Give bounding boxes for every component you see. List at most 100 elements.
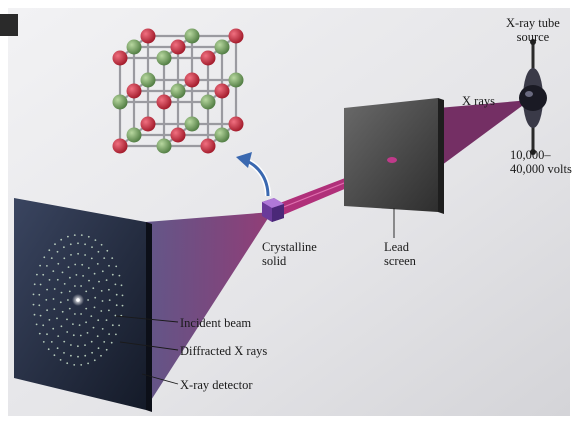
diffraction-spot — [80, 285, 82, 287]
diffraction-spot — [43, 256, 46, 259]
diffraction-spot — [84, 254, 86, 256]
diffraction-spot — [52, 270, 55, 272]
diffraction-spot — [85, 290, 88, 293]
diffraction-spot — [74, 285, 76, 287]
diffraction-spot — [59, 359, 62, 361]
diffraction-spot — [46, 309, 48, 312]
diffraction-spot — [88, 279, 90, 282]
diffraction-spot — [120, 284, 123, 287]
diffraction-spot — [48, 319, 51, 321]
diffraction-spot — [63, 246, 65, 249]
leader-diffracted — [119, 341, 179, 351]
diffraction-spot — [74, 263, 77, 266]
red-ion — [228, 116, 244, 132]
diffraction-spot — [39, 314, 42, 317]
diffraction-spot — [105, 279, 108, 281]
diffraction-spot — [100, 310, 103, 312]
diffraction-spot — [39, 264, 41, 267]
diffraction-spot — [87, 267, 90, 269]
label-xray-tube-source: X-ray tube source — [506, 16, 560, 44]
diffraction-spot — [77, 252, 79, 255]
diffraction-spot — [84, 243, 86, 246]
diffraction-spot — [56, 278, 59, 281]
diffraction-spot — [60, 291, 63, 294]
diffraction-spot — [100, 354, 102, 357]
diffraction-spot — [32, 293, 35, 296]
label-diffracted-x-rays: Diffracted X rays — [180, 344, 268, 358]
diffraction-spot — [46, 288, 48, 291]
leader-detector — [141, 373, 179, 385]
diffraction-spot — [96, 335, 99, 338]
diffraction-spot — [84, 344, 86, 346]
lead-screen — [344, 98, 444, 214]
diffraction-spot — [56, 250, 59, 253]
diffraction-spot — [45, 299, 48, 301]
diffraction-spot — [103, 341, 106, 343]
diffraction-spot — [85, 307, 88, 310]
diffraction-spot — [85, 321, 87, 324]
red-ion — [228, 28, 244, 44]
diffraction-spot — [90, 257, 93, 260]
diffraction-spot — [67, 235, 69, 238]
diffraction-spot — [73, 234, 76, 237]
diffraction-spot — [121, 294, 124, 297]
diffraction-spot — [77, 242, 79, 245]
diffraction-spot — [35, 323, 38, 326]
diffraction-spot — [118, 274, 121, 277]
diffraction-spot — [70, 254, 72, 256]
diffraction-spot — [72, 323, 74, 325]
green-ion — [140, 72, 156, 88]
diffraction-spot — [53, 354, 56, 357]
label-crystalline-solid: Crystalline solid — [262, 240, 317, 268]
diffraction-spot — [108, 299, 111, 301]
diffraction-spot — [80, 313, 82, 315]
diffraction-spot — [121, 304, 124, 307]
diffraction-spot — [66, 331, 69, 333]
diffraction-spot — [70, 344, 72, 346]
diffraction-spot — [69, 276, 71, 279]
diffraction-spot — [42, 324, 45, 327]
green-ion — [156, 138, 172, 154]
diffraction-spot — [39, 283, 42, 286]
diffraction-spot — [38, 304, 41, 307]
green-ion — [228, 72, 244, 88]
diffraction-spot — [46, 333, 48, 336]
diffraction-spot — [63, 283, 66, 285]
red-ion — [214, 83, 230, 99]
red-ion — [112, 50, 128, 66]
label-voltage: 10,000– 40,000 volts — [510, 148, 572, 176]
diffraction-spot — [48, 279, 51, 281]
diffraction-spot — [69, 243, 72, 246]
diffraction-spot — [68, 290, 71, 293]
diffraction-spot — [98, 280, 100, 283]
red-ion — [156, 94, 172, 110]
xray-detector-screen — [14, 198, 152, 412]
label-xray-detector: X-ray detector — [180, 378, 253, 392]
diffraction-spot — [66, 318, 68, 321]
diffraction-spot — [97, 319, 100, 322]
diffraction-spot — [63, 340, 66, 343]
red-ion — [200, 50, 216, 66]
diffraction-spot — [108, 288, 110, 291]
diffraction-spot — [42, 341, 45, 343]
diffraction-spot — [111, 324, 114, 327]
diffraction-spot — [105, 348, 108, 351]
green-ion — [156, 50, 172, 66]
label-lead-screen: Lead screen — [384, 240, 416, 268]
red-ion — [170, 127, 186, 143]
diffraction-spot — [114, 314, 117, 317]
diffraction-spot — [115, 304, 118, 307]
diffraction-spot — [75, 274, 78, 276]
green-ion — [126, 127, 142, 143]
diffraction-spot — [68, 307, 71, 310]
diffraction-spot — [115, 333, 117, 336]
diffraction-spot — [105, 319, 108, 321]
diffraction-spot — [56, 317, 58, 320]
red-ion — [200, 138, 216, 154]
diffraction-spot — [96, 263, 99, 265]
green-ion — [184, 28, 200, 44]
diffraction-spot — [59, 301, 62, 304]
diffraction-spot — [80, 364, 83, 366]
diffraction-spot — [33, 283, 36, 286]
